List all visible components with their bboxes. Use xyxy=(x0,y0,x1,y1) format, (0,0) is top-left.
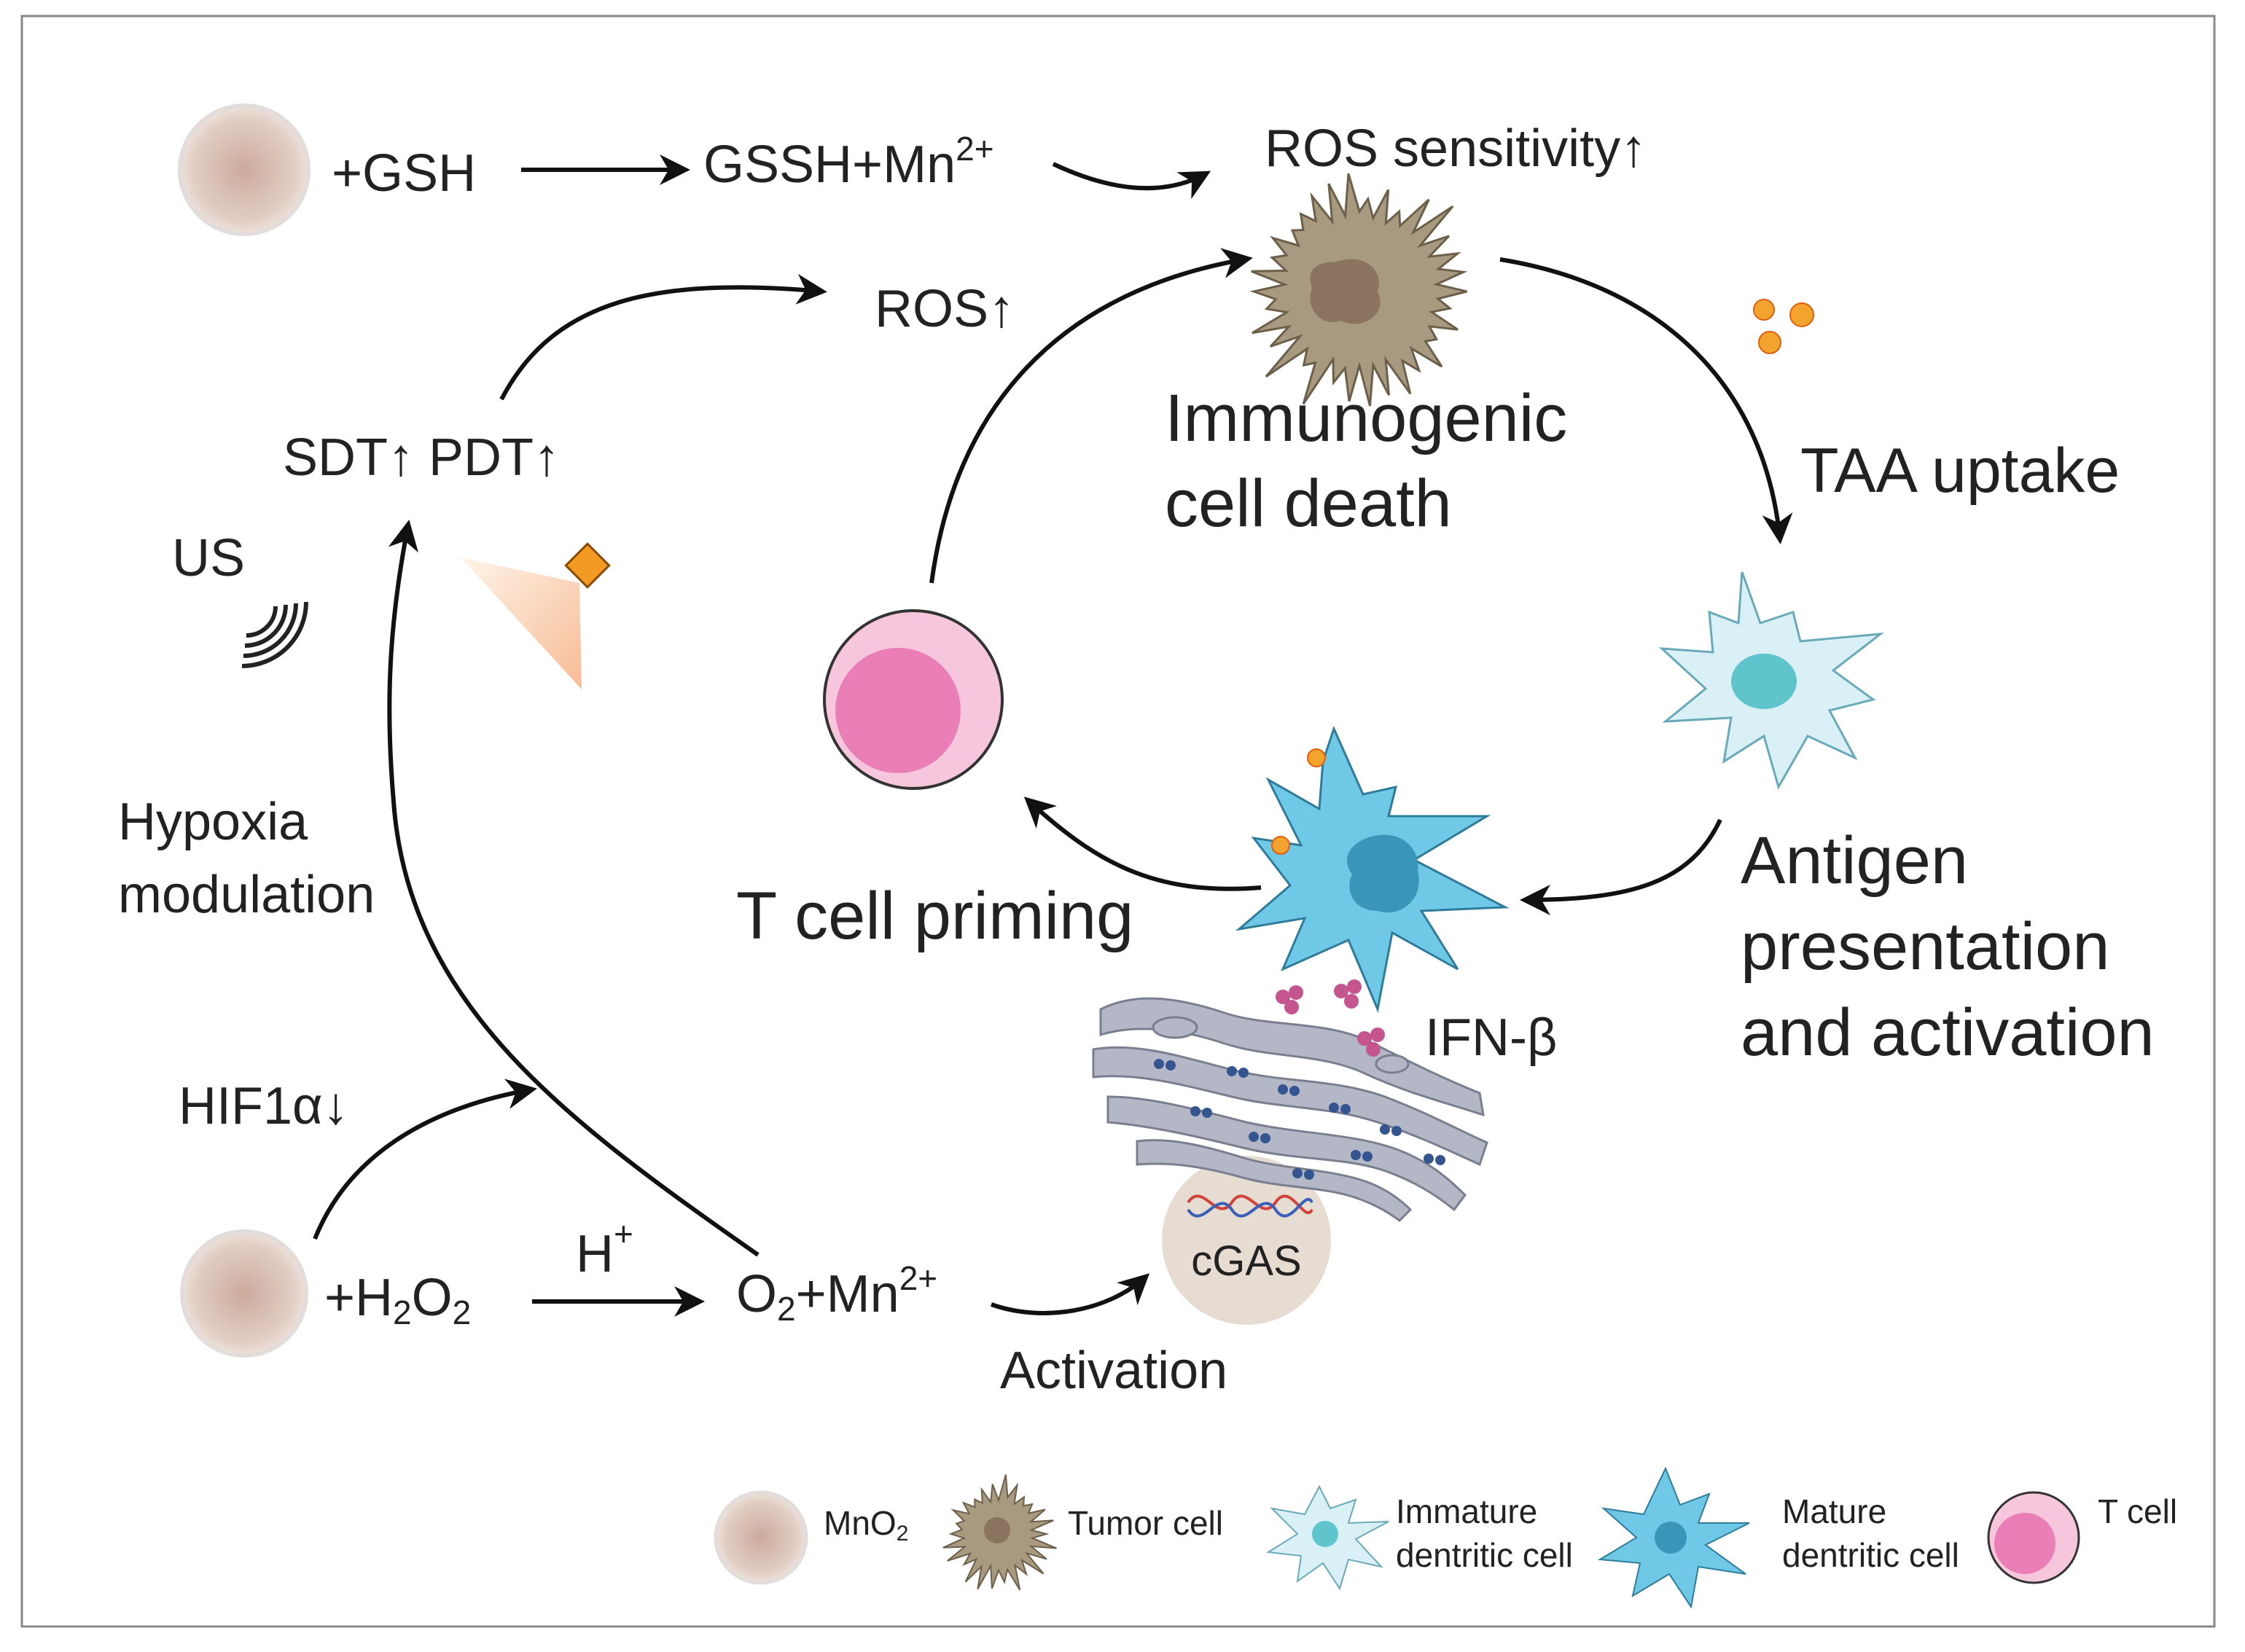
o2-mn-label: O2+Mn2+ xyxy=(736,1259,937,1328)
mno2-particle-top xyxy=(178,103,311,236)
ribosome-dots xyxy=(1154,1059,1445,1180)
ros-sensitivity-label: ROS sensitivity↑ xyxy=(1265,120,1647,178)
icd-label-line2: cell death xyxy=(1165,466,1452,541)
legend: MnO2 Tumor cell Immature dentritic cell … xyxy=(714,1466,2177,1609)
arrow-o2-to-sdt-pdt xyxy=(387,520,760,1257)
legend-tcell-label: T cell xyxy=(2098,1492,2177,1530)
ros-label: ROS↑ xyxy=(875,280,1015,338)
gsh-label: +GSH xyxy=(332,144,476,203)
proton-label: H+ xyxy=(576,1215,633,1283)
arrow-sdt-to-ros xyxy=(499,274,827,401)
antigen-label-line2: presentation xyxy=(1741,909,2109,984)
legend-mno2-icon xyxy=(714,1490,808,1585)
legend-tumor-label: Tumor cell xyxy=(1068,1504,1223,1542)
arrow-dc-maturation xyxy=(1520,818,1722,915)
tumor-cell-icon xyxy=(1249,173,1468,407)
figure-frame xyxy=(20,15,2216,1628)
taa-uptake-label: TAA uptake xyxy=(1800,436,2120,506)
cgas-sphere: cGAS xyxy=(1162,1156,1331,1325)
legend-immature-label-line1: Immature xyxy=(1396,1492,1537,1530)
legend-immature-dc-icon xyxy=(1266,1484,1389,1591)
antigen-label-line1: Antigen xyxy=(1741,823,1968,898)
arrow-tumor-to-dc xyxy=(1499,257,1793,544)
taa-particles xyxy=(1753,299,1814,354)
activation-label: Activation xyxy=(1000,1342,1227,1400)
ultrasound-waves-icon xyxy=(241,601,308,668)
hypoxia-label-line2: modulation xyxy=(118,866,375,924)
legend-mature-label-line1: Mature xyxy=(1782,1492,1886,1530)
us-label: US xyxy=(172,529,245,587)
legend-mature-dc-icon xyxy=(1597,1466,1750,1609)
mno2-particle-bottom xyxy=(180,1229,308,1358)
tcell-icon xyxy=(823,609,1004,790)
legend-tumor-icon xyxy=(942,1474,1057,1591)
tcell-priming-label: T cell priming xyxy=(736,879,1133,953)
cgas-label: cGAS xyxy=(1191,1237,1302,1285)
ifn-beta-label: IFN-β xyxy=(1425,1009,1557,1067)
gssh-mn-label: GSSH+Mn2+ xyxy=(703,130,994,194)
hif1a-label: HIF1α↓ xyxy=(179,1077,349,1135)
arrow-dc-to-tcell xyxy=(1023,796,1262,891)
light-source-icon xyxy=(461,542,611,689)
legend-mno2-label: MnO2 xyxy=(824,1504,908,1546)
mature-dc-icon xyxy=(1235,725,1510,1014)
sdt-pdt-label: SDT↑ PDT↑ xyxy=(283,428,560,487)
antigen-label-line3: and activation xyxy=(1741,995,2155,1070)
arrow-o2-to-cgas xyxy=(990,1273,1150,1315)
ifn-beta-particles xyxy=(1276,979,1385,1057)
h2o2-label: +H2O2 xyxy=(324,1269,471,1331)
legend-tcell-icon xyxy=(1987,1491,2080,1584)
endoplasmic-reticulum-icon xyxy=(1092,997,1488,1222)
legend-immature-label-line2: dentritic cell xyxy=(1396,1536,1573,1574)
arrow-mno2-to-hypoxia-arc xyxy=(313,1079,537,1240)
legend-mature-label-line2: dentritic cell xyxy=(1782,1536,1959,1574)
arrow-gssh-to-ros-sensitivity xyxy=(1052,162,1211,200)
icd-label-line1: Immunogenic xyxy=(1165,381,1567,455)
arrow-tcell-to-tumor xyxy=(929,248,1253,584)
immature-dc-icon xyxy=(1658,571,1885,790)
hypoxia-label-line1: Hypoxia xyxy=(118,793,308,851)
